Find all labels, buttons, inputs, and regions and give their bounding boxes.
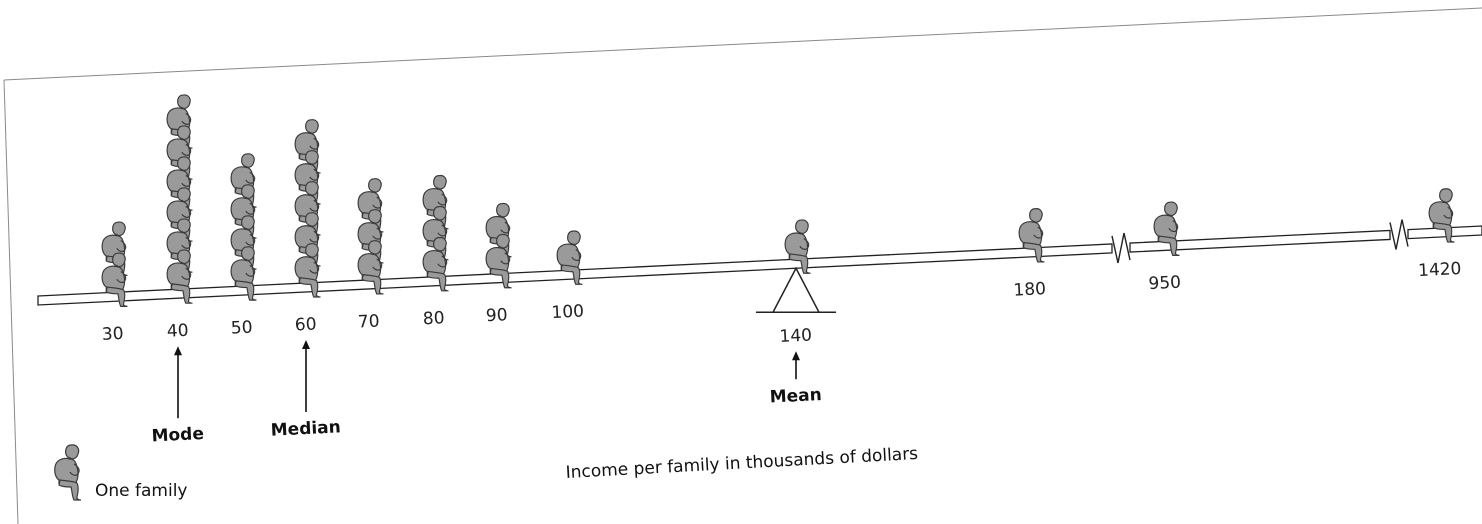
frame-left	[3, 79, 19, 524]
marker-label-median: Median	[270, 417, 341, 440]
marker-mode: Mode	[151, 346, 204, 446]
family-stack-40	[166, 94, 194, 304]
tick-labels: 30 40 50 60 70 80 90 100 140 180 950 1420	[101, 259, 1461, 347]
legend: One family	[54, 444, 188, 501]
marker-arrowhead	[302, 340, 310, 350]
axis-break-1	[1389, 219, 1409, 250]
legend-label: One family	[95, 481, 188, 501]
marker-arrowhead	[174, 346, 182, 356]
tick-label-90: 90	[485, 305, 508, 326]
fulcrum	[771, 266, 821, 314]
family-stack-50	[230, 153, 258, 301]
axis-caption: Income per family in thousands of dollar…	[565, 444, 918, 483]
tick-label-40: 40	[166, 321, 189, 342]
seesaw-beam	[37, 219, 1482, 306]
tick-label-180: 180	[1013, 279, 1046, 301]
tick-label-950: 950	[1148, 273, 1181, 295]
marker-median: Median	[270, 340, 341, 441]
tick-label-70: 70	[357, 311, 380, 332]
tick-label-140: 140	[779, 325, 812, 347]
family-stack-60	[294, 119, 322, 298]
marker-mean: Mean	[769, 351, 822, 408]
marker-arrowhead	[792, 351, 800, 361]
tick-label-50: 50	[230, 318, 253, 339]
beam-segment-1	[1129, 229, 1391, 253]
marker-label-mode: Mode	[151, 424, 204, 447]
fulcrum-triangle	[756, 266, 836, 314]
legend-seated-person-icon	[54, 444, 82, 501]
axis-break-0	[1111, 232, 1131, 264]
marker-label-mean: Mean	[769, 385, 822, 408]
family-stack-70	[357, 178, 385, 295]
tick-label-60: 60	[294, 315, 317, 336]
tick-label-100: 100	[551, 302, 584, 324]
family-figures	[101, 94, 1456, 307]
tick-label-80: 80	[422, 308, 445, 329]
tick-label-1420: 1420	[1418, 259, 1462, 281]
frame-top	[3, 7, 1482, 81]
tick-label-30: 30	[101, 324, 124, 345]
marker-arrows: Mode Median Mean	[151, 340, 822, 446]
family-stack-80	[422, 174, 450, 292]
